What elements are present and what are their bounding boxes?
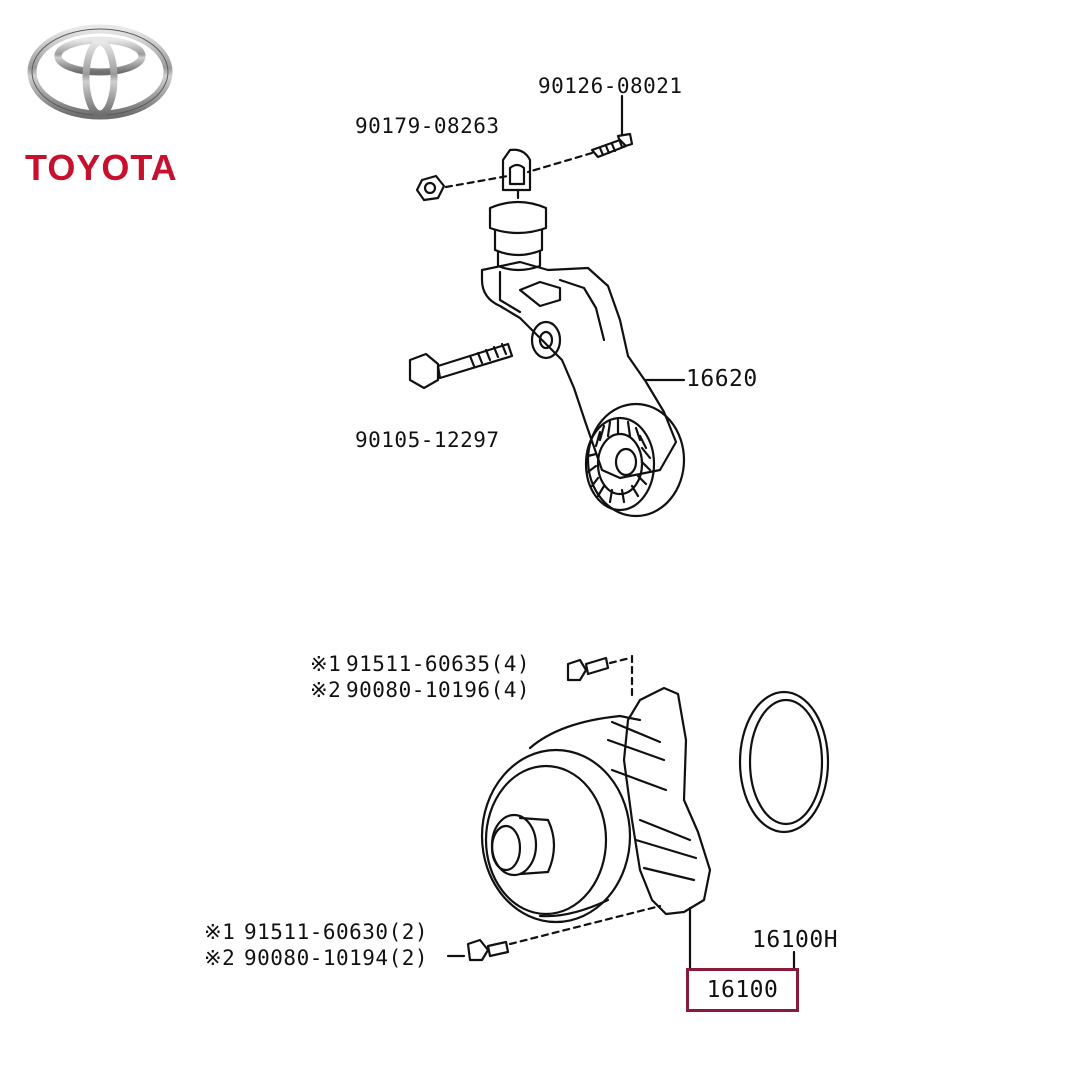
- label-16100[interactable]: 16100: [706, 977, 779, 1003]
- ref-mark-2: ※2: [310, 678, 342, 702]
- label-90080-10196[interactable]: 90080-10196(4): [346, 678, 531, 702]
- bolt-91511-60630-icon: [466, 938, 510, 962]
- gasket-ring-icon: [738, 690, 830, 834]
- ref-mark-1: ※1: [310, 652, 342, 676]
- bolt-91511-60635-icon: [566, 656, 610, 682]
- tensioner-assembly: [408, 94, 686, 518]
- ref-mark-1-lower: ※1: [204, 920, 236, 944]
- brand-wordmark: TOYOTA: [25, 147, 178, 188]
- idler-pulley-icon: [584, 402, 686, 518]
- highlighted-part-box[interactable]: 16100: [686, 968, 799, 1012]
- water-pump-assembly: [446, 654, 830, 970]
- label-90105-12297[interactable]: 90105-12297: [355, 428, 500, 452]
- nut-90179-icon: [415, 174, 446, 202]
- brand-logo: TOYOTA: [10, 22, 195, 188]
- label-16620[interactable]: 16620: [686, 366, 758, 392]
- label-91511-60635[interactable]: 91511-60635(4): [346, 652, 531, 676]
- label-90126-08021[interactable]: 90126-08021: [538, 74, 683, 98]
- label-91511-60630[interactable]: 91511-60630(2): [244, 920, 429, 944]
- toyota-emblem-icon: [27, 24, 173, 120]
- bolt-90105-icon: [408, 342, 514, 390]
- label-90179-08263[interactable]: 90179-08263: [355, 114, 500, 138]
- bolt-90126-icon: [590, 132, 634, 159]
- ref-mark-2-lower: ※2: [204, 946, 236, 970]
- label-90080-10194[interactable]: 90080-10194(2): [244, 946, 429, 970]
- label-16100H[interactable]: 16100H: [752, 927, 839, 953]
